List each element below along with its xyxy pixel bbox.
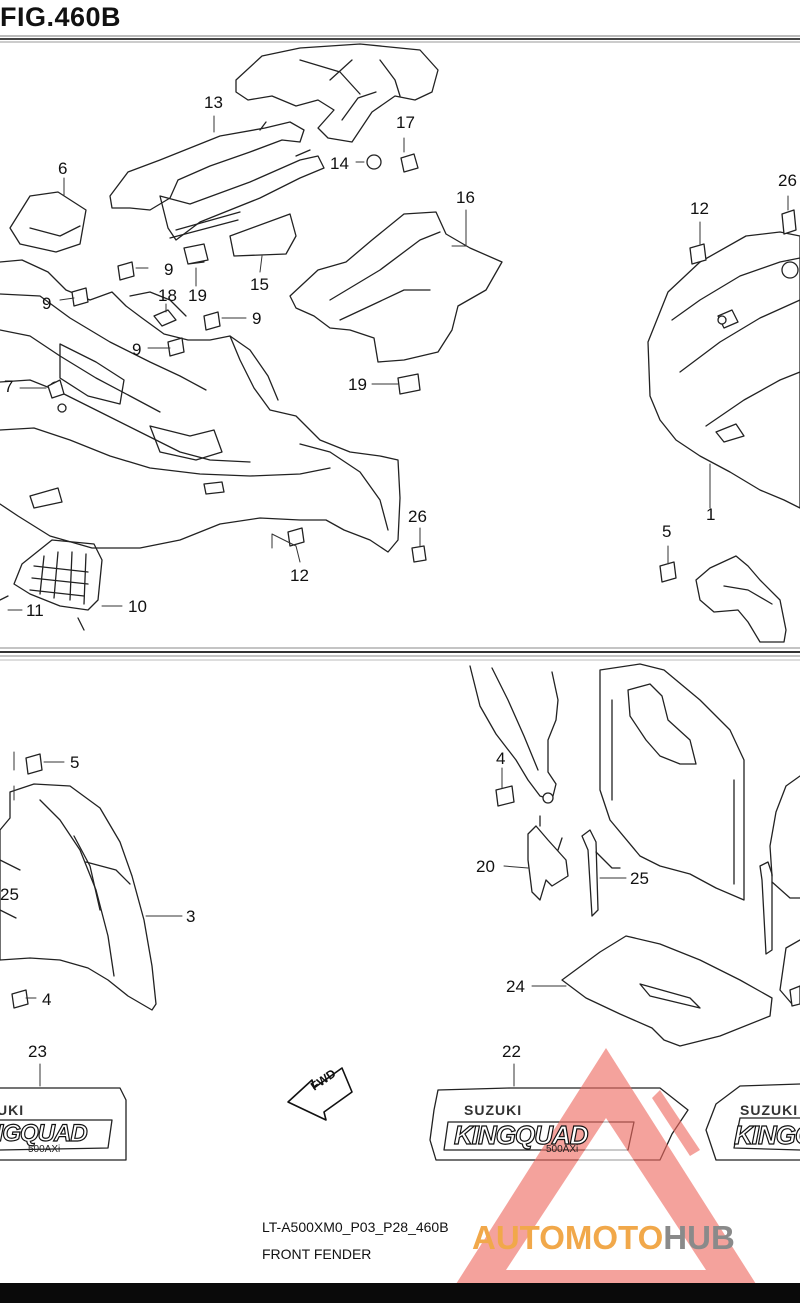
decal-22-brand: SUZUKI: [464, 1102, 523, 1118]
decal-23-model: KINGQUAD: [0, 1119, 88, 1147]
callout-9: 9: [42, 294, 52, 313]
decal-23-brand: SUZUKI: [0, 1102, 25, 1118]
fwd-arrow-icon: [287, 1067, 353, 1121]
callout-1: 1: [706, 505, 716, 524]
decal-23: SUZUKI KINGQUAD 500AXi: [0, 1100, 126, 1160]
callout-11: 11: [26, 601, 44, 620]
figure-code: LT-A500XM0_P03_P28_460B: [262, 1219, 449, 1235]
callout-5: 5: [70, 753, 80, 772]
callout-10: 10: [128, 597, 147, 616]
figure-name: FRONT FENDER: [262, 1246, 372, 1262]
fasteners: [11, 153, 800, 1009]
part-front-fender: [0, 259, 401, 553]
callout-13: 13: [204, 93, 223, 112]
callout-9: 9: [252, 309, 262, 328]
part-side-panel: [599, 663, 745, 901]
part-10-vent: [0, 539, 103, 631]
decal-22-drive: 500AXi: [546, 1144, 579, 1155]
part-3-mudguard: [0, 783, 157, 1011]
decal-23-drive: 500AXi: [28, 1144, 61, 1155]
part-4-upper: [469, 665, 559, 801]
callout-15: 15: [250, 275, 269, 294]
part-15: [229, 213, 297, 257]
part-top-cover: [235, 43, 439, 143]
part-13-bracket: [109, 121, 325, 241]
part-25-ties: [581, 829, 800, 955]
part-20-bracket: [527, 815, 569, 901]
decal-right-brand: SUZUKI: [740, 1102, 799, 1118]
callout-19: 19: [348, 375, 367, 394]
part-5-bracket: [695, 555, 787, 643]
decal-22: SUZUKI KINGQUAD 500AXi: [440, 1100, 680, 1160]
callout-12: 12: [690, 199, 709, 218]
callout-17: 17: [396, 113, 415, 132]
middle-divider: [0, 647, 800, 661]
callout-20: 20: [476, 857, 495, 876]
callout-14: 14: [330, 154, 349, 173]
callout-4: 4: [42, 990, 52, 1009]
callout-25: 25: [630, 869, 649, 888]
callout-6: 6: [58, 159, 68, 178]
part-24-plate: [561, 935, 773, 1047]
callout-25: 25: [0, 885, 19, 904]
part-6: [9, 191, 87, 253]
decal-right: SUZUKI KINGQUAD: [730, 1100, 800, 1160]
leader-lines: [0, 115, 789, 1087]
callout-9: 9: [132, 340, 142, 359]
part-19-blocks: [183, 243, 421, 395]
watermark-part1: AUTOMOTO: [472, 1219, 664, 1256]
callout-16: 16: [456, 188, 475, 207]
callout-9: 9: [164, 260, 174, 279]
callout-7: 7: [4, 377, 14, 396]
callout-26: 26: [408, 507, 427, 526]
decal-22-model: KINGQUAD: [453, 1119, 589, 1150]
decal-right-model: KINGQUAD: [733, 1119, 800, 1150]
watermark-triangle-icon: [456, 1048, 756, 1284]
callout-3: 3: [186, 907, 196, 926]
part-right-partial: [769, 775, 800, 1005]
bottom-bar: [0, 1283, 800, 1303]
callout-22: 22: [502, 1042, 521, 1061]
part-18: [153, 309, 177, 327]
watermark-logo: AUTOMOTOHUB: [472, 1219, 735, 1257]
decal-23-outline: [0, 1087, 127, 1161]
watermark-part2: HUB: [663, 1219, 735, 1256]
callout-5: 5: [662, 522, 672, 541]
top-divider: [0, 35, 800, 43]
callout-12: 12: [290, 566, 309, 585]
part-1-fender: [647, 231, 800, 509]
callout-24: 24: [506, 977, 525, 996]
decal-right-outline: [705, 1083, 800, 1161]
callout-26: 26: [778, 171, 797, 190]
callout-18: 18: [158, 286, 177, 305]
part-16: [289, 211, 503, 363]
callout-19: 19: [188, 286, 207, 305]
callout-4: 4: [496, 749, 506, 768]
figure-title: FIG.460B: [0, 2, 122, 32]
callout-23: 23: [28, 1042, 47, 1061]
